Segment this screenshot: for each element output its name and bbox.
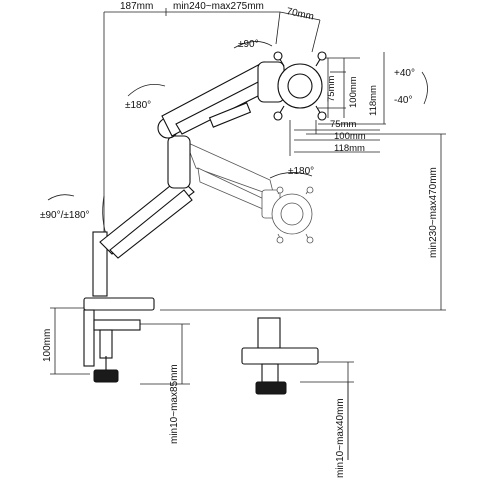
clamp-dimensions <box>50 307 190 385</box>
pole <box>92 231 108 297</box>
monitor-arm <box>92 51 327 297</box>
elbow-joint <box>167 135 191 189</box>
label-vesa-v100: 100mm <box>348 76 359 108</box>
label-clamp-height: 100mm <box>42 329 53 362</box>
grommet-base <box>241 317 319 395</box>
grommet-dimensions <box>300 361 354 460</box>
label-vesa-h100: 100mm <box>334 131 366 142</box>
label-top-reach-range: min240~max275mm <box>173 1 264 12</box>
vesa-dimensions <box>289 52 386 156</box>
label-head-swivel: ±180° <box>288 166 314 177</box>
label-tilt-down: -40° <box>394 95 412 106</box>
rotation-arcs <box>47 41 428 241</box>
lower-arm <box>99 177 195 255</box>
label-clamp-range: min10~max85mm <box>169 364 180 444</box>
clamp-base <box>83 297 155 383</box>
label-vesa-v118: 118mm <box>368 85 379 116</box>
label-base-swivel: ±90°/±180° <box>40 210 90 221</box>
label-tilt-up: +40° <box>394 68 415 79</box>
label-vesa-v75: 75mm <box>326 76 337 102</box>
height-dimension <box>160 133 446 311</box>
label-grommet-range: min10~max40mm <box>335 398 346 478</box>
label-vesa-h118: 118mm <box>334 143 365 154</box>
top-dimension-lines <box>103 8 321 250</box>
label-head-rotate: ±90° <box>238 39 259 50</box>
label-top-depth: 70mm <box>285 6 314 23</box>
label-height-range: min230~max470mm <box>428 167 439 258</box>
ghost-arm <box>185 141 314 244</box>
label-vesa-h75: 75mm <box>330 119 356 130</box>
label-top-reach-min: 187mm <box>120 1 153 12</box>
label-elbow-swivel: ±180° <box>125 100 151 111</box>
